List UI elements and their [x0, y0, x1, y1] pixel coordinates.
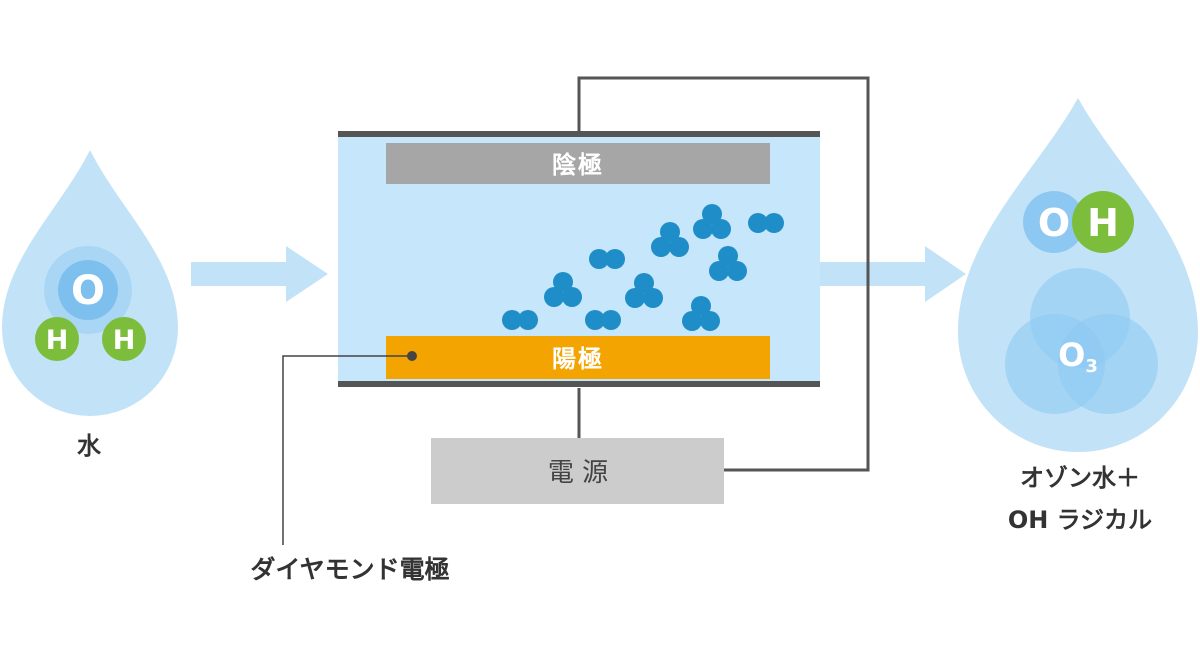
- power-source-label: 電 源: [548, 458, 608, 488]
- ozone-label: O3: [1058, 336, 1098, 377]
- ozone-label-sub: 3: [1085, 356, 1098, 377]
- output-label-line2: OH ラジカル: [1008, 506, 1152, 534]
- oxygen-molecule: [585, 310, 621, 330]
- water-drop: O H H: [2, 150, 178, 416]
- oh-oxygen-atom: [1023, 191, 1085, 253]
- oh-hydrogen-atom: [1072, 191, 1134, 253]
- anode-electrode: [386, 336, 770, 379]
- ozone-molecule: [651, 222, 689, 257]
- oxygen-atom: [58, 260, 118, 320]
- arrow-out: [818, 246, 966, 302]
- water-label: 水: [77, 432, 102, 460]
- oh-oxygen-label: O: [1038, 201, 1070, 245]
- anode-label: 陽極: [552, 345, 604, 373]
- hydrogen-atom-left-label: H: [46, 325, 69, 356]
- cathode-electrode: [386, 143, 770, 184]
- ozone-molecule: [544, 272, 582, 307]
- oxygen-molecule: [748, 213, 784, 233]
- ozone-atom-right: [1058, 314, 1158, 414]
- cell-bottom-plate: [338, 381, 820, 387]
- ozone-molecule: [682, 296, 720, 331]
- ozone-label-main: O: [1058, 336, 1085, 374]
- wire-top-loop: [577, 76, 870, 472]
- arrow-in: [191, 246, 328, 302]
- oxygen-molecule: [589, 249, 625, 269]
- electrolysis-cell: 陰極 陽極: [338, 131, 820, 387]
- cell-top-plate: [338, 131, 820, 137]
- oxygen-molecule: [502, 310, 538, 330]
- ozone-molecule: [709, 246, 747, 281]
- hydrogen-atom-right-label: H: [113, 325, 136, 356]
- hydrogen-atom-left: [35, 317, 79, 361]
- hydrogen-atom-right: [102, 317, 146, 361]
- oxygen-atom-label: O: [71, 268, 105, 314]
- circuit-wire: [577, 76, 870, 472]
- oh-hydrogen-label: H: [1087, 201, 1119, 245]
- electrode-callout: [282, 351, 417, 545]
- ozone-molecule: [693, 204, 731, 239]
- output-drop: O H O3: [958, 98, 1198, 452]
- electrode-label: ダイヤモンド電極: [250, 555, 449, 584]
- power-source-box: [431, 438, 724, 504]
- molecules: [502, 204, 784, 331]
- callout-line: [282, 355, 412, 545]
- cathode-label: 陰極: [552, 151, 604, 179]
- ozone-molecule: [625, 273, 663, 308]
- output-label-line1: オゾン水＋: [1020, 464, 1140, 492]
